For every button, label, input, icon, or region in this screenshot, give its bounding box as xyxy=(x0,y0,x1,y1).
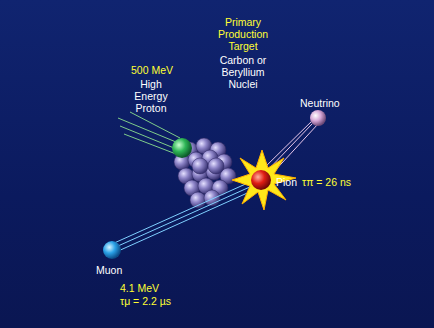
proton-ball xyxy=(172,138,192,158)
energy-label: 500 MeV xyxy=(130,64,174,76)
energy-label: 4.1 MeV xyxy=(120,282,159,294)
muon-trail xyxy=(112,182,254,252)
pion-ball xyxy=(251,170,271,190)
neutrino-ball xyxy=(310,110,326,126)
nucleon xyxy=(192,158,208,174)
lifetime-label: τμ = 2.2 µs xyxy=(120,295,171,307)
lifetime-label: τπ = 26 ns xyxy=(302,176,351,188)
nucleon xyxy=(208,158,224,174)
target-material: Carbon or Beryllium Nuclei xyxy=(208,54,278,90)
particle-name: Muon xyxy=(96,264,122,276)
muon-ball xyxy=(103,241,121,259)
particle-name: Neutrino xyxy=(300,97,340,109)
target-title: Primary Production Target xyxy=(206,16,280,52)
particle-name: Pion xyxy=(276,176,297,188)
particle-name: High Energy Proton xyxy=(128,78,174,114)
proton-trail xyxy=(118,112,180,154)
